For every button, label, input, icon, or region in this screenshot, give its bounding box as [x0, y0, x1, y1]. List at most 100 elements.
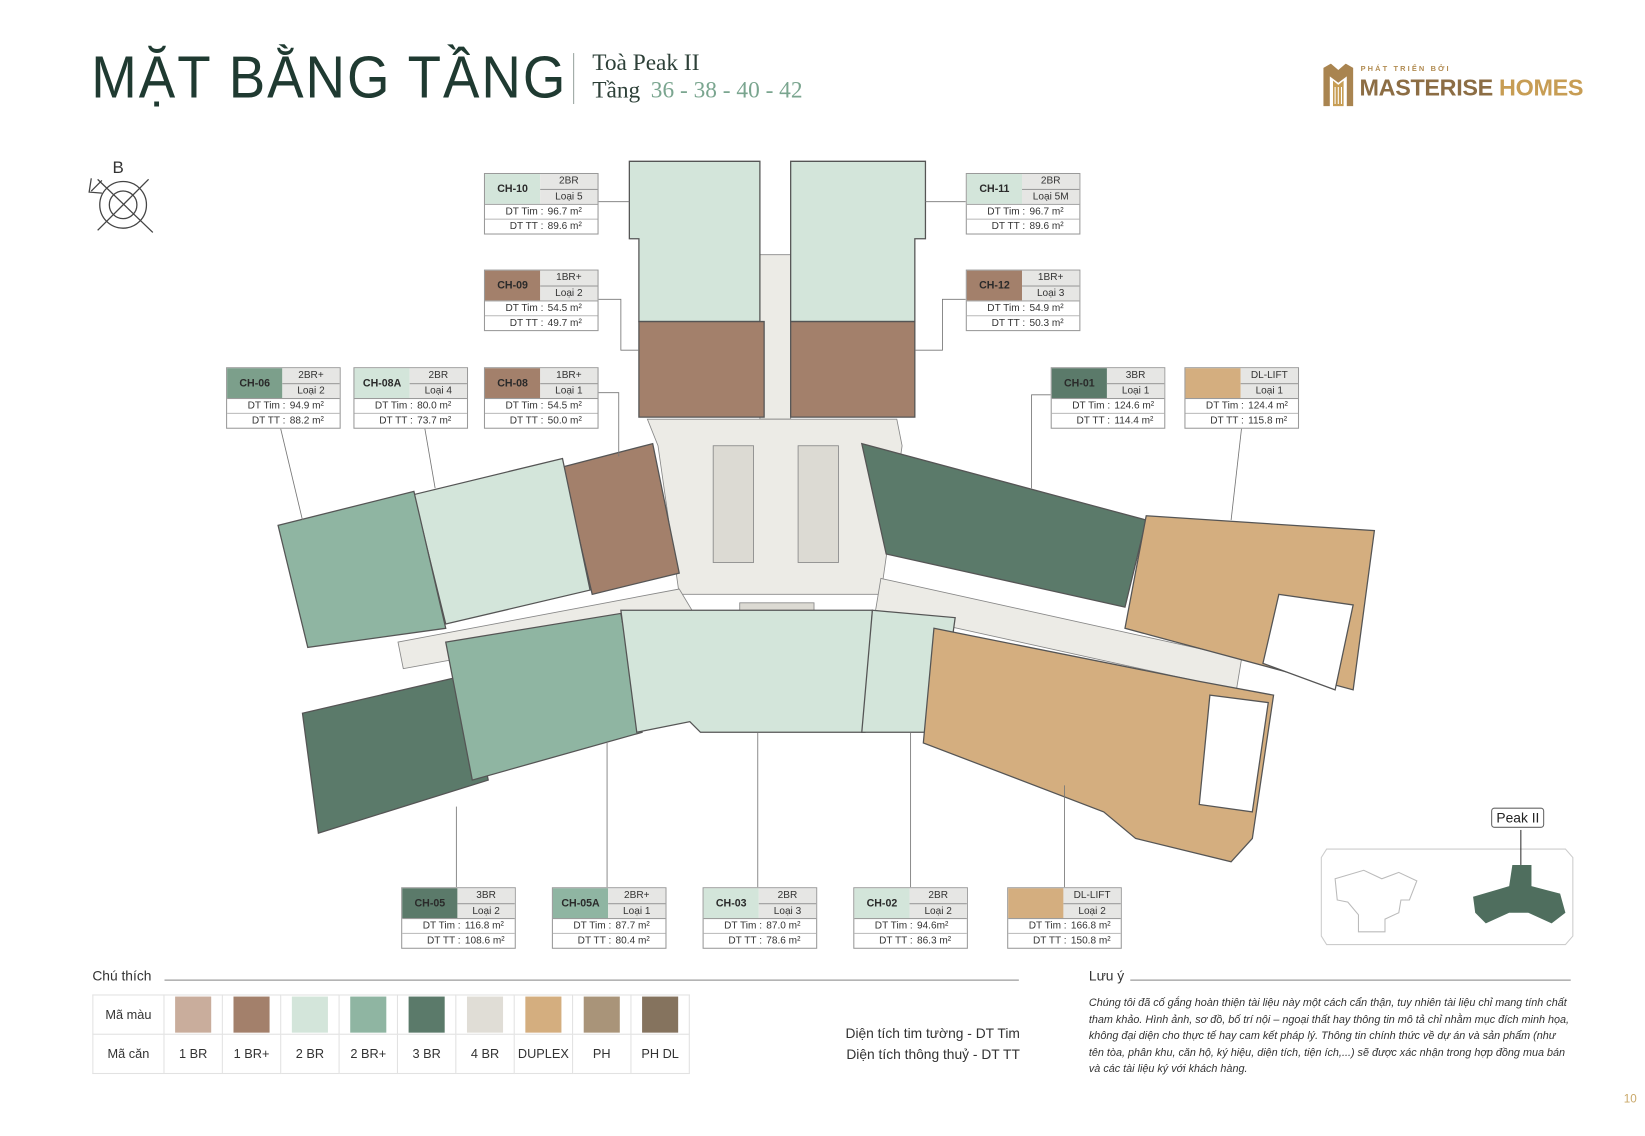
unit-variant: Loại 1: [555, 384, 583, 397]
unit-variant: Loại 1: [623, 905, 651, 917]
logo-tagline: PHÁT TRIỂN BỞI: [1360, 65, 1451, 74]
unit-info-box: CH-08 1BR+Loại 1 DT Tim :54.5 m² DT TT :…: [483, 367, 599, 429]
dt-tim-value: 94.6m²: [916, 920, 949, 932]
dt-tim-value: 124.4 m²: [1248, 400, 1288, 412]
dt-tim-value: 116.8 m²: [464, 920, 504, 932]
unit-type: 2BR+: [282, 368, 340, 384]
dt-tim-value: 80.0 m²: [417, 400, 452, 412]
unit-ch-01: [860, 442, 1147, 608]
unit-type: 1BR+: [540, 368, 598, 384]
legend-code: PH DL: [630, 1033, 690, 1075]
dt-tt-value: 114.4 m²: [1114, 414, 1154, 427]
dt-tt-label: DT TT :: [251, 414, 286, 427]
note-divider: [1130, 979, 1571, 981]
corridor-core: [397, 254, 1243, 691]
unit-variant: Loại 2: [472, 905, 500, 917]
unit-code: CH-01: [1051, 368, 1107, 398]
unit-type: 1BR+: [540, 271, 598, 287]
unit-info-box: CH-09 1BR+Loại 2 DT Tim :54.5 m² DT TT :…: [483, 269, 599, 332]
legend-swatch: [350, 996, 387, 1033]
unit-code: CH-06: [227, 368, 283, 398]
dt-tt-value: 89.6 m²: [547, 220, 582, 233]
logo-brand: MASTERISE HOMES: [1360, 74, 1584, 102]
dt-tim-value: 54.5 m²: [547, 400, 582, 412]
unit-type: 1BR+: [1022, 271, 1080, 287]
unit-variant: Loại 2: [297, 384, 325, 397]
unit-variant: Loại 2: [924, 905, 952, 917]
unit-type: 2BR: [540, 174, 598, 190]
unit-code: CH-10: [485, 174, 541, 204]
unit-variant: Loại 2: [555, 287, 583, 300]
dt-tim-label: DT Tim :: [573, 920, 612, 932]
legend-code-row-label: Mã căn: [92, 1033, 165, 1075]
logo-brand-part2: HOMES: [1499, 74, 1584, 101]
unit-type: 2BR+: [608, 888, 666, 904]
dt-tt-value: 50.3 m²: [1029, 317, 1064, 330]
title-divider: [573, 53, 575, 105]
unit-info-box: CH-05A 2BR+Loại 1 DT Tim :87.7 m² DT TT …: [551, 887, 667, 949]
note-text: Chúng tôi đã cố gắng hoàn thiện tài liệu…: [1088, 997, 1570, 1076]
dt-tim-value: 54.9 m²: [1029, 302, 1064, 315]
unit-code: CH-11: [966, 174, 1023, 204]
page-number: 10: [1623, 1093, 1637, 1106]
compass-icon: B: [88, 158, 154, 233]
dt-tim-label: DT Tim :: [724, 920, 763, 932]
legend-swatch-cell: [221, 994, 282, 1035]
unit-dl-lift-2: [922, 627, 1275, 863]
legend-code: 4 BR: [455, 1033, 515, 1075]
dt-tim-label: DT Tim :: [987, 302, 1026, 315]
legend-divider: [164, 979, 1019, 981]
legend-swatch-cell: [280, 994, 340, 1035]
legend-swatch-cell: [513, 994, 574, 1035]
dt-tim-label: DT Tim :: [247, 400, 286, 412]
unit-type: 2BR: [758, 888, 817, 904]
logo-brand-part1: MASTERISE: [1359, 74, 1494, 101]
unit-ch-10: [628, 160, 761, 323]
compass-north-label: B: [112, 158, 123, 177]
note-title: Lưu ý: [1088, 967, 1125, 984]
legend-code: 2 BR+: [338, 1033, 398, 1075]
unit-type: DL-LIFT: [1063, 888, 1121, 904]
dt-tim-label: DT Tim :: [374, 400, 413, 412]
dt-tim-value: 96.7 m²: [1029, 205, 1064, 218]
unit-ch-09: [638, 320, 765, 418]
unit-ch-05: [301, 674, 489, 834]
unit-variant: Loại 5: [555, 190, 583, 203]
unit-variant: Loại 1: [1255, 384, 1284, 397]
legend-swatch: [583, 996, 620, 1033]
dt-tim-label: DT Tim :: [505, 302, 544, 315]
dt-tt-value: 89.6 m²: [1029, 220, 1064, 233]
legend-swatch: [291, 996, 328, 1033]
unit-type: 2BR: [409, 368, 467, 384]
legend-swatch-cell: [572, 994, 632, 1035]
floors-label: Tầng: [592, 76, 641, 103]
unit-shapes: [277, 160, 1376, 863]
legend-swatch: [233, 996, 270, 1033]
unit-ch-05a: [444, 612, 643, 781]
legend-code: 1 BR: [163, 1033, 223, 1075]
unit-ch-12: [790, 320, 916, 418]
unit-variant: Loại 5M: [1032, 190, 1069, 203]
legend-swatch: [642, 996, 679, 1033]
dt-tt-value: 73.7 m²: [417, 414, 452, 427]
logo-mark-icon: [1323, 63, 1354, 107]
unit-info-box: CH-12 1BR+Loại 3 DT Tim :54.9 m² DT TT :…: [965, 269, 1081, 332]
legend-title: Chú thích: [92, 967, 152, 984]
unit-type: 3BR: [457, 888, 515, 904]
dt-tt-value: 49.7 m²: [547, 317, 582, 330]
unit-type: 2BR: [909, 888, 967, 904]
unit-variant: Loại 3: [1036, 287, 1065, 300]
dt-tt-value: 80.4 m²: [615, 935, 650, 947]
dt-tim-label: DT Tim :: [1072, 400, 1111, 412]
unit-code: [1008, 888, 1064, 919]
legend-swatch: [175, 996, 212, 1033]
dt-tt-label: DT TT :: [991, 317, 1026, 330]
unit-code: [1185, 368, 1241, 398]
dt-tim-label: DT Tim :: [1205, 400, 1244, 412]
